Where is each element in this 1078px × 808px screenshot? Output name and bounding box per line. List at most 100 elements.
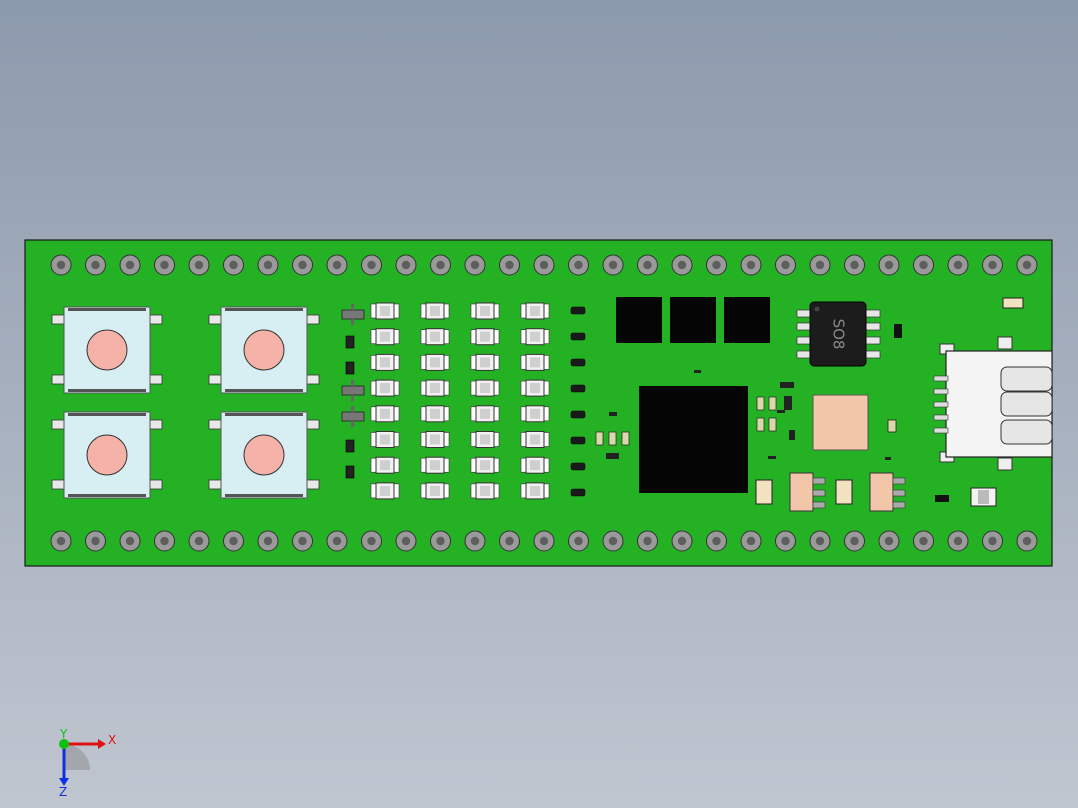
header-pin	[913, 530, 934, 552]
header-pin	[913, 254, 934, 276]
led-lens	[480, 408, 490, 419]
header-pin-row-bottom	[50, 530, 1038, 552]
smd-led	[370, 405, 400, 423]
button-rim	[225, 308, 303, 311]
push-button	[51, 306, 163, 394]
header-pin-hole	[505, 536, 514, 546]
led-lens	[430, 383, 440, 394]
smd-led	[420, 456, 450, 474]
led-lens	[530, 331, 540, 342]
header-pin	[50, 530, 72, 552]
transistor	[341, 380, 365, 401]
smd-resistor	[570, 332, 586, 341]
button-rim	[225, 413, 303, 416]
button-rim	[225, 389, 303, 392]
header-pin	[464, 254, 486, 276]
header-pin-hole	[298, 260, 307, 270]
smd-led	[520, 456, 550, 474]
pcb-board	[24, 239, 1053, 567]
button-lead	[208, 374, 222, 385]
smd-led	[420, 353, 450, 371]
transistor	[341, 406, 365, 427]
smd-led	[470, 328, 500, 346]
smd-component	[768, 456, 776, 459]
push-button-group	[51, 306, 320, 499]
header-pin-hole	[988, 536, 997, 546]
header-pin-hole	[781, 260, 790, 270]
header-pin-row-top	[50, 254, 1038, 276]
header-pin-hole	[56, 536, 66, 546]
smd-component	[780, 382, 794, 388]
led-lens	[530, 306, 540, 316]
header-pin-hole	[884, 536, 894, 546]
header-pin-hole	[953, 260, 963, 270]
regulator-body	[869, 472, 894, 512]
crystal-oscillator	[812, 394, 897, 460]
transistor-lead	[351, 406, 354, 412]
smd-led	[370, 482, 400, 500]
smd-led	[370, 328, 400, 346]
usb-pin	[933, 401, 949, 408]
header-pin-hole	[194, 260, 204, 270]
header-pin	[671, 530, 693, 552]
y-axis-label: Y	[59, 728, 68, 741]
header-pin	[395, 254, 417, 276]
x-axis-arrowhead	[98, 739, 106, 749]
smd-component	[755, 479, 773, 505]
smd-resistor	[570, 358, 586, 367]
smd-component	[812, 489, 826, 497]
header-pin-hole	[436, 260, 445, 270]
header-pin-hole	[367, 260, 376, 270]
header-pin-hole	[677, 260, 687, 270]
header-pin	[1016, 530, 1038, 552]
push-button	[208, 306, 320, 394]
header-pin-hole	[919, 536, 928, 546]
header-pin-hole	[229, 260, 238, 270]
header-pin-hole	[643, 260, 652, 270]
button-lead	[306, 479, 320, 490]
header-pin-hole	[539, 536, 549, 546]
header-pin-hole	[712, 260, 721, 270]
transistor-body	[341, 385, 365, 396]
header-pin	[395, 530, 417, 552]
usb-mini-connector	[933, 336, 1053, 471]
smd-led	[520, 431, 550, 448]
smd-led	[420, 379, 450, 397]
header-pin	[706, 254, 727, 276]
header-pin	[706, 530, 727, 552]
smd-led	[370, 353, 400, 371]
button-lead	[149, 374, 163, 385]
button-cap	[86, 434, 128, 476]
header-pin-hole	[574, 260, 583, 270]
header-pin	[430, 254, 451, 276]
button-rim	[68, 308, 146, 311]
header-pin	[326, 254, 348, 276]
header-pin-hole	[263, 536, 273, 546]
header-pin-hole	[91, 260, 100, 270]
button-lead	[306, 419, 320, 430]
header-pin	[292, 530, 313, 552]
header-pin	[223, 530, 244, 552]
header-pin	[568, 530, 589, 552]
header-pin	[119, 254, 141, 276]
header-pin	[223, 254, 244, 276]
smd-led	[420, 328, 450, 346]
header-pin	[602, 254, 624, 276]
usb-pin	[933, 427, 949, 434]
header-pin-hole	[56, 260, 66, 270]
header-pin-hole	[539, 260, 549, 270]
smd-led	[470, 482, 500, 500]
smd-led	[520, 302, 550, 320]
triad-shade	[64, 744, 90, 770]
header-pin-hole	[505, 260, 514, 270]
header-pin-hole	[436, 536, 445, 546]
led-lens	[430, 434, 440, 445]
smd-resistor	[345, 465, 355, 479]
header-pin-hole	[953, 536, 963, 546]
transistor-lead	[351, 319, 354, 325]
push-button	[51, 411, 163, 499]
led-lens	[380, 408, 390, 419]
header-pin-hole	[229, 536, 238, 546]
smd-component	[885, 457, 891, 460]
